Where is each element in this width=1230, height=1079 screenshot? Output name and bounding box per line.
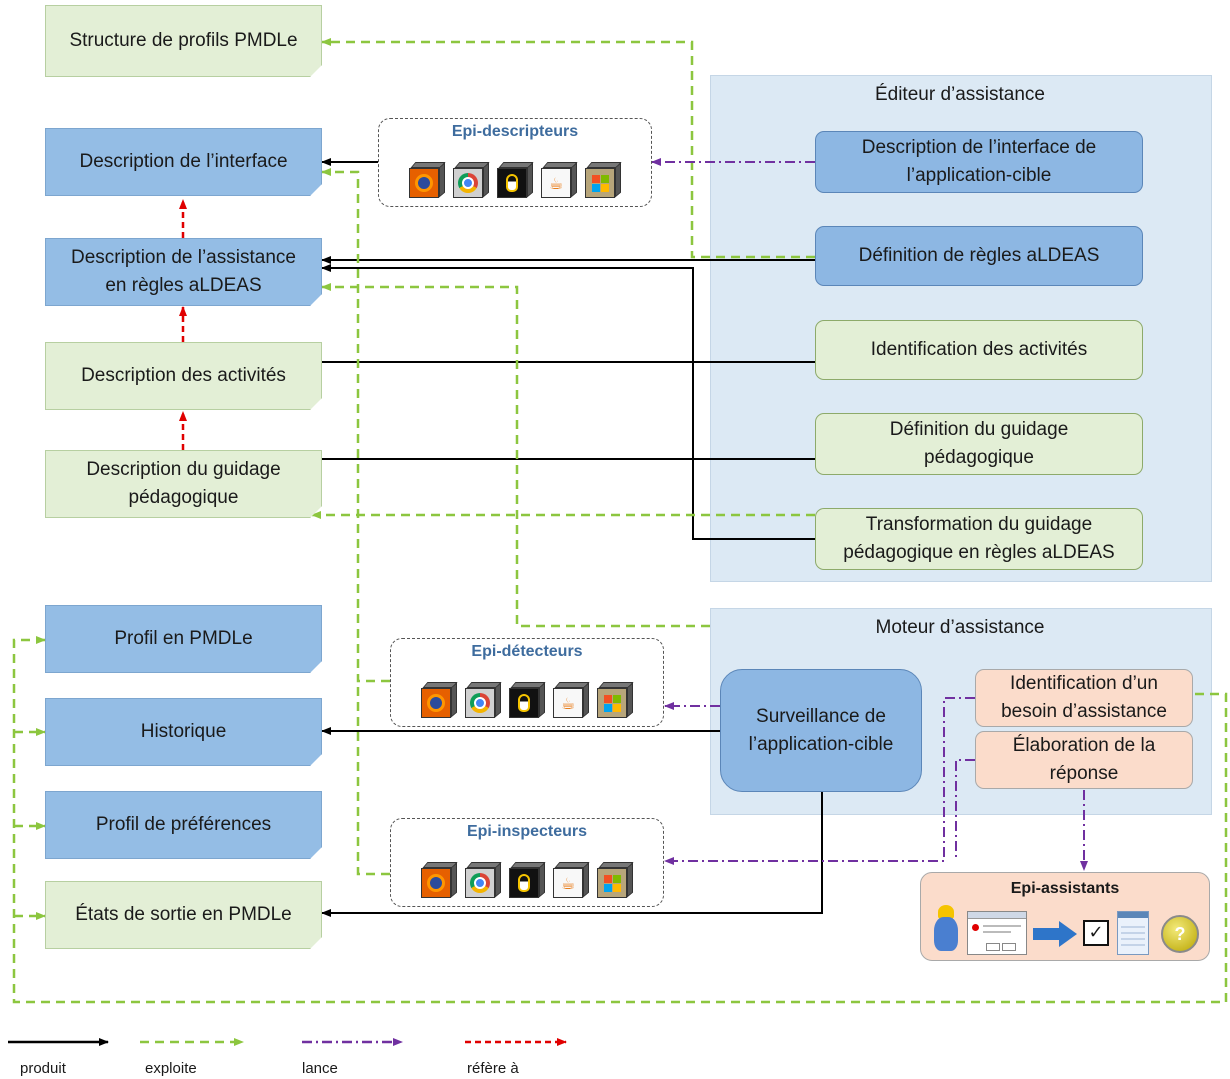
profil-preferences-doc: Profil de préférences — [45, 791, 322, 859]
firefox-icon — [421, 682, 458, 718]
lance-links — [651, 158, 1088, 871]
profil-pmdle-doc: Profil en PMDLe — [45, 605, 322, 673]
exploite-links — [12, 38, 1228, 1004]
linux-icon — [509, 682, 546, 718]
activites-process: Identification des activités — [815, 320, 1143, 380]
legend-lance: lance — [302, 1060, 338, 1077]
genie-icon — [929, 905, 963, 953]
arrow-right-icon — [1033, 921, 1079, 947]
windows-icon — [597, 862, 634, 898]
surveillance-process: Surveillance de l’application-cible — [720, 669, 922, 792]
legend-refere: réfère à — [467, 1060, 519, 1077]
epi-inspecteurs-title: Epi-inspecteurs — [466, 823, 588, 840]
linux-icon — [509, 862, 546, 898]
checkbox-icon: ✓ — [1083, 920, 1109, 946]
produit-links — [289, 158, 823, 917]
structure-profils-doc: Structure de profils PMDLe — [45, 5, 322, 77]
legend-exploite: exploite — [145, 1060, 197, 1077]
guidage-description-doc: Description du guidage pédagogique — [45, 450, 322, 518]
historique-doc: Historique — [45, 698, 322, 766]
reponse-process: Élaboration de la réponse — [975, 731, 1193, 789]
window-icon — [1117, 911, 1149, 955]
windows-icon — [597, 682, 634, 718]
firefox-icon — [409, 162, 446, 198]
firefox-icon — [421, 862, 458, 898]
epi-detecteurs-title: Epi-détecteurs — [471, 643, 583, 660]
activites-description-doc: Description des activités — [45, 342, 322, 410]
besoin-process: Identification d’un besoin d’assistance — [975, 669, 1193, 727]
epi-descripteurs-title: Epi-descripteurs — [451, 123, 579, 140]
regles-process: Définition de règles aLDEAS — [815, 226, 1143, 286]
transformation-process: Transformation du guidage pédagogique en… — [815, 508, 1143, 570]
help-icon: ? — [1161, 915, 1199, 953]
epi-assistants-group: Epi-assistants ✓ ? — [920, 872, 1210, 961]
guidage-process: Définition du guidage pédagogique — [815, 413, 1143, 475]
chrome-icon — [453, 162, 490, 198]
epi-assistants-title: Epi-assistants — [1010, 880, 1120, 897]
java-icon: ☕ — [541, 162, 578, 198]
java-icon: ☕ — [553, 862, 590, 898]
java-icon: ☕ — [553, 682, 590, 718]
moteur-title: Moteur d’assistance — [875, 617, 1045, 638]
linux-icon — [497, 162, 534, 198]
interface-description-doc: Description de l’interface — [45, 128, 322, 196]
editeur-title: Éditeur d’assistance — [874, 84, 1046, 105]
epi-inspecteurs-group: Epi-inspecteurs ☕ — [390, 818, 664, 907]
epi-descripteurs-group: Epi-descripteurs ☕ — [378, 118, 652, 207]
chrome-icon — [465, 682, 502, 718]
etats-sortie-doc: États de sortie en PMDLe — [45, 881, 322, 949]
epi-detecteurs-group: Epi-détecteurs ☕ — [390, 638, 664, 727]
assistance-description-doc: Description de l’assistance en règles aL… — [45, 238, 322, 306]
chrome-icon — [465, 862, 502, 898]
interface-app-process: Description de l’interface de l’applicat… — [815, 131, 1143, 193]
windows-icon — [585, 162, 622, 198]
legend-produit: produit — [20, 1060, 66, 1077]
dialog-icon — [967, 911, 1027, 955]
